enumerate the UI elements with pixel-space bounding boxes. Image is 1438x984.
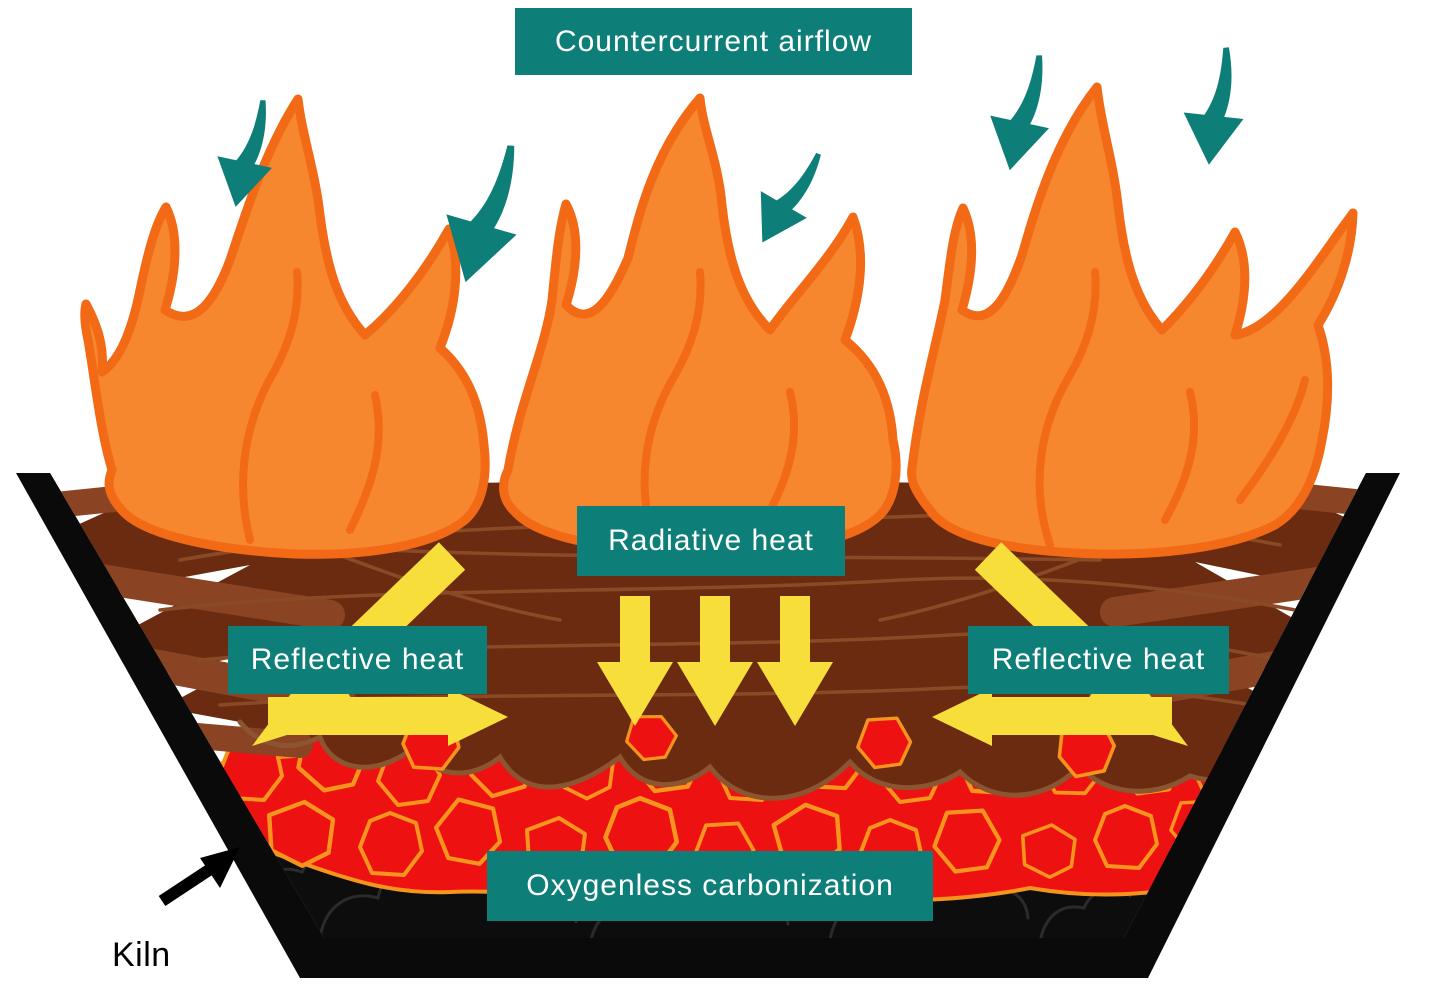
airflow-arrow <box>745 140 827 254</box>
kiln-pointer-arrow <box>158 847 240 907</box>
airflow-arrow <box>990 55 1049 171</box>
flame-left <box>80 94 490 559</box>
airflow-arrow <box>1177 46 1248 167</box>
flame-middle <box>499 93 901 557</box>
flames <box>80 82 1358 559</box>
label-reflective-heat-right: Reflective heat <box>968 626 1229 694</box>
label-radiative-heat: Radiative heat <box>577 506 845 576</box>
flame-right <box>907 82 1358 559</box>
label-countercurrent-airflow: Countercurrent airflow <box>515 8 912 75</box>
label-oxygenless-carbonization: Oxygenless carbonization <box>487 851 933 921</box>
label-kiln: Kiln <box>112 936 171 974</box>
radiative-heat-arrows <box>597 596 833 726</box>
label-reflective-heat-left: Reflective heat <box>228 626 487 694</box>
